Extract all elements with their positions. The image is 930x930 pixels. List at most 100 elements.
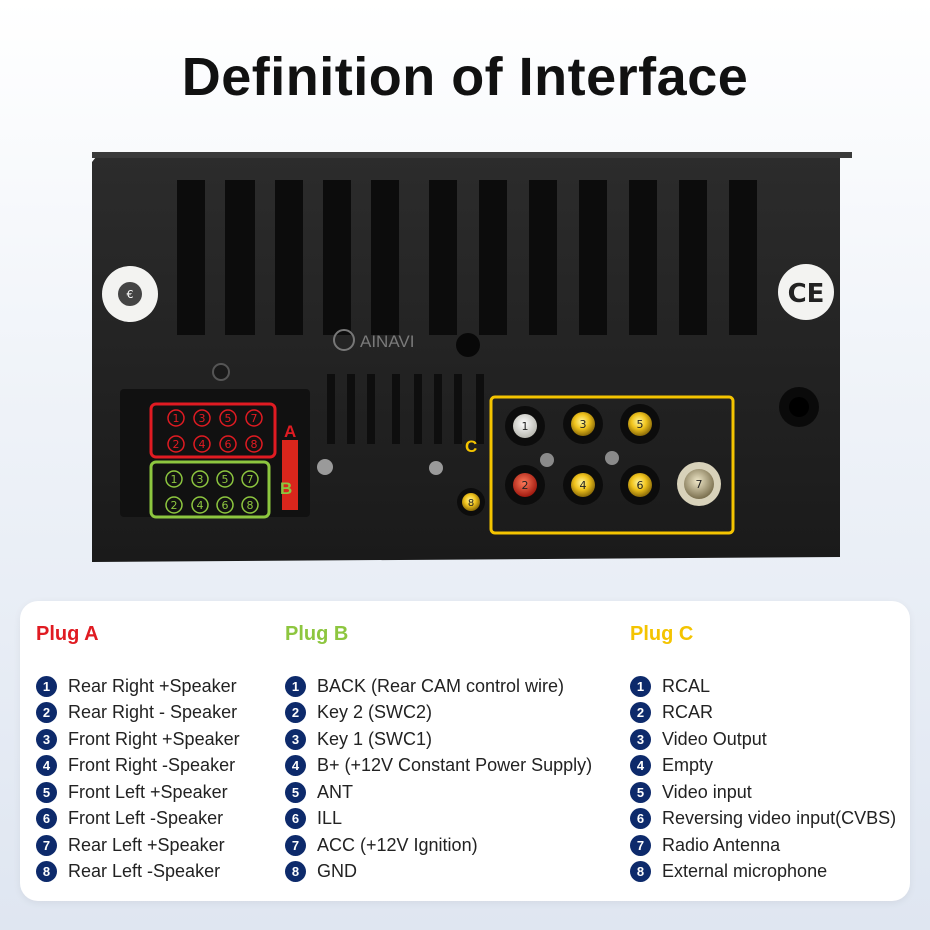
svg-text:6: 6: [222, 499, 229, 512]
number-badge: 5: [36, 781, 57, 803]
plug-c-title: Plug C: [630, 623, 694, 645]
plug-a-pins: 1 3 5 7 2 4 6 8: [167, 409, 263, 453]
iso-connector-housing: [120, 389, 310, 517]
list-item: 8 Rear Left -Speaker: [36, 859, 286, 886]
list-item: 4 Empty: [630, 753, 910, 780]
svg-text:8: 8: [247, 499, 254, 512]
item-label: Rear Right +Speaker: [68, 675, 237, 696]
svg-text:2: 2: [522, 479, 529, 492]
svg-text:1: 1: [171, 473, 178, 486]
number-badge: 2: [36, 702, 57, 724]
list-item: 1 RCAL: [630, 673, 910, 700]
brand-label: AINAVI: [360, 332, 414, 351]
number-badge: 7: [285, 834, 306, 856]
number-badge: 3: [630, 728, 651, 750]
item-label: External microphone: [662, 861, 828, 882]
item-label: Rear Right - Speaker: [68, 702, 238, 723]
number-badge: 1: [36, 675, 57, 697]
svg-text:5: 5: [637, 418, 644, 431]
svg-text:CE: CE: [788, 279, 825, 309]
svg-text:8: 8: [468, 498, 474, 509]
plug-c-outline: [489, 395, 735, 535]
item-label: Rear Left -Speaker: [68, 861, 221, 882]
svg-text:3: 3: [197, 473, 204, 486]
ce-mark-icon: CE: [778, 264, 834, 320]
item-label: RCAL: [662, 675, 711, 696]
plug-c-letter: C: [465, 437, 477, 456]
svg-text:1: 1: [173, 412, 180, 425]
item-label: Video input: [662, 781, 752, 802]
number-badge: 8: [630, 861, 651, 883]
svg-text:7: 7: [251, 412, 258, 425]
number-badge: 8: [36, 861, 57, 883]
list-item: 6 Front Left -Speaker: [36, 806, 286, 833]
heatsink-fins: [177, 180, 757, 335]
svg-text:3: 3: [580, 418, 587, 431]
number-badge: 4: [285, 755, 306, 777]
list-item: 1 Rear Right +Speaker: [36, 673, 286, 700]
svg-text:2: 2: [173, 438, 180, 451]
microphone-jack: 8: [457, 488, 485, 516]
svg-text:6: 6: [225, 438, 232, 451]
list-item: 7 Rear Left +Speaker: [36, 832, 286, 859]
item-label: ACC (+12V Ignition): [317, 834, 478, 855]
svg-text:3: 3: [199, 412, 206, 425]
item-label: Video Output: [662, 728, 767, 749]
rca-jacks: 1 2 3 4 5 6 7: [505, 404, 721, 506]
plug-a-title: Plug A: [36, 623, 99, 645]
number-badge: 4: [630, 755, 651, 777]
svg-text:5: 5: [225, 412, 232, 425]
number-badge: 8: [285, 861, 306, 883]
certification-sticker-icon: €: [102, 266, 158, 322]
plug-b-outline: [149, 460, 271, 519]
item-label: Radio Antenna: [662, 834, 781, 855]
svg-text:6: 6: [637, 479, 644, 492]
item-label: B+ (+12V Constant Power Supply): [317, 755, 593, 776]
item-label: Empty: [662, 755, 714, 776]
svg-text:7: 7: [696, 478, 703, 491]
item-label: RCAR: [662, 702, 714, 723]
list-item: 4 Front Right -Speaker: [36, 753, 286, 780]
number-badge: 2: [285, 702, 306, 724]
number-badge: 1: [285, 675, 306, 697]
interface-legend-panel: Plug A 1 Rear Right +Speaker 2 Rear Right …: [20, 601, 910, 901]
list-item: 5 Front Left +Speaker: [36, 779, 286, 806]
list-item: 5 Video input: [630, 779, 910, 806]
number-badge: 4: [36, 755, 57, 777]
item-label: Key 1 (SWC1): [317, 728, 433, 749]
head-unit-rear-panel: € CE AINAVI 1 3 5 7: [92, 152, 852, 562]
number-badge: 5: [630, 781, 651, 803]
svg-text:1: 1: [522, 420, 529, 433]
item-label: Reversing video input(CVBS): [662, 808, 897, 829]
number-badge: 7: [630, 834, 651, 856]
list-item: 1 BACK (Rear CAM control wire): [285, 673, 630, 700]
svg-text:€: €: [127, 288, 134, 301]
list-item: 7 Radio Antenna: [630, 832, 910, 859]
fuse-holder: [282, 440, 298, 510]
plug-b-title: Plug B: [285, 623, 349, 645]
list-item: 8 External microphone: [630, 859, 910, 886]
svg-text:4: 4: [199, 438, 206, 451]
item-label: Front Left +Speaker: [68, 781, 228, 802]
item-label: Rear Left +Speaker: [68, 834, 225, 855]
svg-text:2: 2: [171, 499, 178, 512]
list-item: 4 B+ (+12V Constant Power Supply): [285, 753, 630, 780]
item-label: Front Right -Speaker: [68, 755, 236, 776]
item-label: ANT: [317, 781, 353, 802]
number-badge: 1: [630, 675, 651, 697]
item-label: Front Left -Speaker: [68, 808, 224, 829]
svg-text:8: 8: [251, 438, 258, 451]
item-label: BACK (Rear CAM control wire): [317, 675, 565, 696]
number-badge: 6: [36, 808, 57, 830]
plug-a-list: 1 Rear Right +Speaker 2 Rear Right - Speak…: [36, 673, 286, 885]
svg-text:7: 7: [247, 473, 254, 486]
number-badge: 7: [36, 834, 57, 856]
